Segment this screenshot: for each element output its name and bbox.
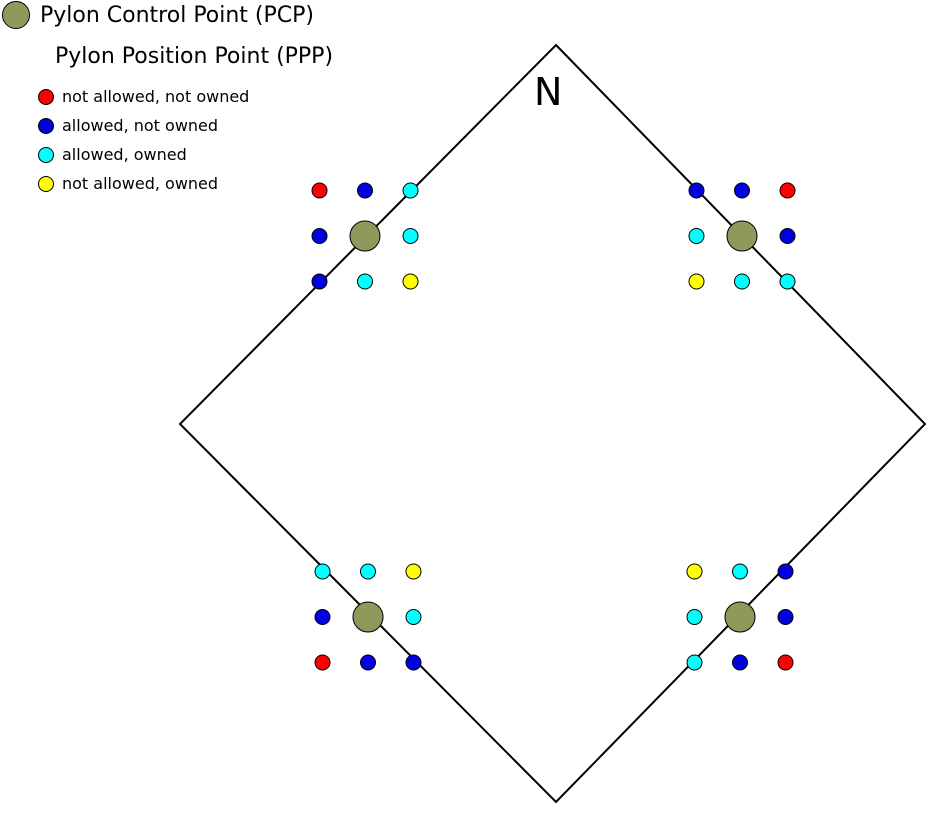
ppp-dot-top-right-r1c2-blue <box>734 182 750 199</box>
ppp-dot-top-left-r3c3-yellow <box>402 273 419 290</box>
ppp-dot-top-left-r1c1-red <box>311 182 328 199</box>
legend-item-label: allowed, not owned <box>62 116 219 135</box>
ppp-dot-bottom-right-r1c2-cyan <box>732 563 748 580</box>
legend-item-label: not allowed, not owned <box>62 87 250 106</box>
blue-dot-icon <box>38 117 54 134</box>
cyan-dot-icon <box>38 146 54 163</box>
ppp-dot-bottom-left-r3c1-red <box>314 654 331 671</box>
ppp-dot-top-left-r2c3-cyan <box>402 228 419 244</box>
ppp-dot-top-right-r3c1-yellow <box>688 273 705 290</box>
legend-pcp-row: Pylon Control Point (PCP) <box>2 1 314 29</box>
ppp-dot-bottom-right-r1c3-blue <box>777 563 794 580</box>
yellow-dot-icon <box>38 175 54 192</box>
ppp-dot-top-right-r3c3-cyan <box>779 273 796 290</box>
legend-item-cyan: allowed, owned <box>38 140 249 169</box>
ppp-dot-bottom-right-r1c1-yellow <box>686 563 703 580</box>
ppp-dot-top-right-r3c2-cyan <box>734 273 750 290</box>
ppp-dot-bottom-left-r3c3-blue <box>405 654 422 671</box>
ppp-dot-top-right-r1c3-red <box>779 182 796 199</box>
ppp-dot-top-left-r1c2-blue <box>357 182 373 199</box>
pcp-circle-top-left <box>349 220 381 252</box>
ppp-dot-top-right-r2c1-cyan <box>688 228 705 244</box>
ppp-dot-top-right-r1c1-blue <box>688 182 705 199</box>
ppp-dot-top-left-r1c3-cyan <box>402 182 419 199</box>
ppp-dot-top-right-r2c3-blue <box>779 228 796 244</box>
pcp-circle-bottom-right <box>724 601 756 633</box>
ppp-dot-bottom-left-r2c1-blue <box>314 609 331 625</box>
ppp-dot-bottom-right-r3c2-blue <box>732 654 748 671</box>
pcp-circle-icon <box>2 1 30 29</box>
ppp-dot-top-left-r2c1-blue <box>311 228 328 244</box>
pcp-legend-label: Pylon Control Point (PCP) <box>40 2 314 28</box>
ppp-dot-bottom-right-r3c3-red <box>777 654 794 671</box>
pcp-circle-bottom-left <box>352 601 384 633</box>
north-label: N <box>534 70 563 114</box>
pcp-circle-top-right <box>726 220 758 252</box>
legend-item-label: allowed, owned <box>62 145 187 164</box>
legend-item-label: not allowed, owned <box>62 174 219 193</box>
ppp-legend-title: Pylon Position Point (PPP) <box>55 44 334 69</box>
ppp-dot-bottom-left-r1c3-yellow <box>405 563 422 580</box>
ppp-dot-bottom-left-r3c2-blue <box>360 654 376 671</box>
ppp-dot-top-left-r3c1-blue <box>311 273 328 290</box>
ppp-dot-bottom-right-r2c1-cyan <box>686 609 703 625</box>
ppp-dot-bottom-right-r3c1-cyan <box>686 654 703 671</box>
legend-items: not allowed, not owned allowed, not owned… <box>38 82 249 198</box>
ppp-dot-bottom-left-r1c2-cyan <box>360 563 376 580</box>
legend-item-red: not allowed, not owned <box>38 82 249 111</box>
ppp-dot-bottom-left-r2c3-cyan <box>405 609 422 625</box>
boundary-diamond <box>178 43 927 804</box>
ppp-dot-top-left-r3c2-cyan <box>357 273 373 290</box>
red-dot-icon <box>38 88 54 105</box>
ppp-dot-bottom-left-r1c1-cyan <box>314 563 331 580</box>
legend-item-blue: allowed, not owned <box>38 111 249 140</box>
ppp-dot-bottom-right-r2c3-blue <box>777 609 794 625</box>
legend-item-yellow: not allowed, owned <box>38 169 249 198</box>
